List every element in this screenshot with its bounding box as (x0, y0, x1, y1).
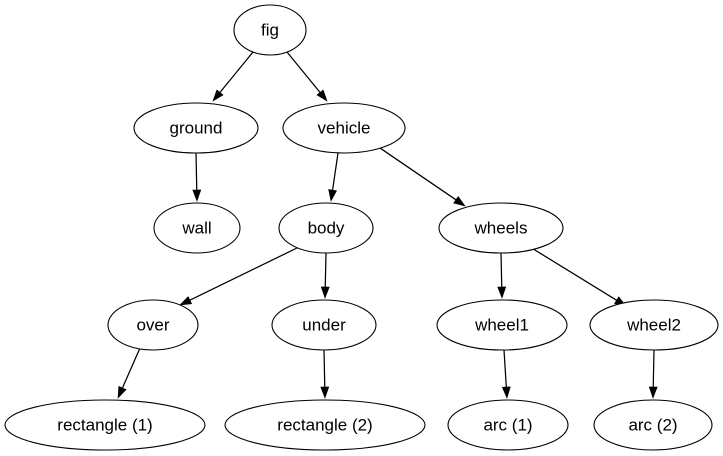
edge-line (121, 347, 141, 391)
node-label-rectangle2: rectangle (2) (277, 415, 372, 434)
node-label-arc1: arc (1) (483, 415, 532, 434)
node-ellipse-arc2[interactable] (593, 399, 713, 451)
node-ellipse-rectangle1[interactable] (4, 399, 206, 451)
graph-node-fig[interactable]: fig (233, 4, 307, 56)
node-label-rectangle1: rectangle (1) (57, 415, 152, 434)
edge-line (529, 246, 619, 302)
arrowhead-icon (316, 89, 328, 102)
edge-vehicle-to-wheels (379, 147, 466, 207)
graph-node-vehicle[interactable]: vehicle (282, 102, 406, 154)
edge-line (324, 252, 327, 290)
edge-under-to-rectangle2 (320, 349, 330, 399)
node-label-wheel2: wheel2 (626, 315, 681, 334)
arrowhead-icon (117, 385, 127, 399)
edge-over-to-rectangle1 (117, 347, 141, 399)
graph-node-ground[interactable]: ground (133, 102, 259, 154)
node-label-under: under (302, 315, 346, 334)
edge-line (195, 152, 198, 193)
edge-line (652, 349, 655, 390)
graph-node-under[interactable]: under (271, 299, 377, 351)
node-ellipse-wheels[interactable] (438, 202, 564, 254)
edge-wheels-to-wheel1 (497, 252, 507, 299)
edge-body-to-under (320, 252, 330, 299)
node-ellipse-vehicle[interactable] (282, 102, 406, 154)
edge-wheel1-to-arc1 (501, 349, 511, 399)
node-ellipse-body[interactable] (278, 202, 374, 254)
edge-line (218, 51, 254, 95)
arrowhead-icon (501, 386, 511, 399)
edge-line (379, 147, 458, 202)
node-label-wheels: wheels (474, 218, 528, 237)
edge-line (331, 152, 339, 193)
arrowhead-icon (497, 286, 507, 299)
edge-fig-to-ground (212, 51, 254, 102)
arrowhead-icon (453, 195, 466, 207)
edge-wheels-to-wheel2 (529, 246, 627, 307)
edge-ground-to-wall (192, 152, 202, 202)
node-label-vehicle: vehicle (318, 118, 371, 137)
edge-line (323, 349, 326, 390)
node-ellipse-arc1[interactable] (447, 399, 569, 451)
arrowhead-icon (648, 386, 658, 399)
arrowhead-icon (328, 189, 338, 202)
graph-node-body[interactable]: body (278, 202, 374, 254)
node-label-over: over (136, 315, 169, 334)
node-label-fig: fig (261, 20, 279, 39)
arrowhead-icon (179, 296, 193, 306)
node-label-wheel1: wheel1 (474, 315, 529, 334)
edge-line (503, 349, 508, 390)
edge-fig-to-vehicle (286, 51, 328, 102)
node-ellipse-wheel1[interactable] (436, 299, 568, 351)
arrowhead-icon (212, 89, 224, 102)
edge-line (187, 246, 300, 302)
edge-line (286, 51, 322, 95)
edge-vehicle-to-body (328, 152, 339, 202)
graph-node-wall[interactable]: wall (153, 202, 241, 254)
graph-node-arc2[interactable]: arc (2) (593, 399, 713, 451)
graph-node-wheel1[interactable]: wheel1 (436, 299, 568, 351)
graph-node-over[interactable]: over (107, 299, 199, 351)
node-ellipse-wall[interactable] (153, 202, 241, 254)
node-label-arc2: arc (2) (628, 415, 677, 434)
node-label-wall: wall (181, 218, 211, 237)
node-ellipse-under[interactable] (271, 299, 377, 351)
node-label-ground: ground (170, 118, 223, 137)
arrowhead-icon (320, 386, 330, 399)
graph-node-wheels[interactable]: wheels (438, 202, 564, 254)
node-ellipse-fig[interactable] (233, 4, 307, 56)
graph-node-arc1[interactable]: arc (1) (447, 399, 569, 451)
node-ellipse-rectangle2[interactable] (224, 399, 426, 451)
node-label-body: body (308, 218, 345, 237)
node-ellipse-over[interactable] (107, 299, 199, 351)
arrowhead-icon (320, 286, 330, 299)
graph-node-wheel2[interactable]: wheel2 (589, 299, 719, 351)
edge-line (500, 252, 503, 290)
edges-layer (117, 51, 658, 399)
graph-node-rectangle1[interactable]: rectangle (1) (4, 399, 206, 451)
edge-wheel2-to-arc2 (648, 349, 658, 399)
node-ellipse-ground[interactable] (133, 102, 259, 154)
arrowhead-icon (192, 189, 202, 202)
node-ellipse-wheel2[interactable] (589, 299, 719, 351)
edge-body-to-over (179, 246, 300, 306)
graph-node-rectangle2[interactable]: rectangle (2) (224, 399, 426, 451)
nodes-layer: fig ground vehicle wall body wheels over under w… (4, 4, 719, 451)
